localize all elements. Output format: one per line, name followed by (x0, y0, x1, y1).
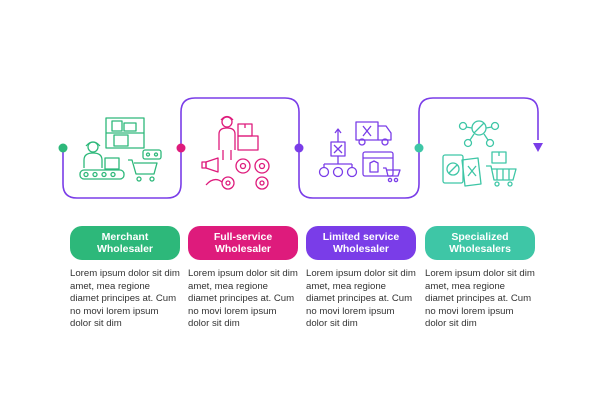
step-1: Merchant Wholesaler Lorem ipsum dolor si… (70, 226, 180, 331)
node-dot-1 (58, 143, 68, 153)
step-description: Lorem ipsum dolor sit dim amet, mea regi… (188, 268, 298, 330)
step-title: Full-service Wholesaler (213, 231, 273, 255)
step-description: Lorem ipsum dolor sit dim amet, mea regi… (306, 268, 416, 330)
step-title: Limited service Wholesaler (322, 231, 400, 255)
specialized-wholesalers-icon (442, 120, 517, 187)
step-title: Merchant Wholesaler (96, 231, 154, 255)
step-4: Specialized Wholesalers Lorem ipsum dolo… (425, 226, 535, 331)
connector-segment-2 (180, 97, 300, 146)
limited-service-wholesaler-icon (318, 121, 401, 183)
connector-segment-1 (62, 150, 182, 199)
full-service-wholesaler-icon (201, 115, 270, 190)
step-title-pill: Merchant Wholesaler (70, 226, 180, 260)
step-title-pill: Full-service Wholesaler (188, 226, 298, 260)
step-2: Full-service Wholesaler Lorem ipsum dolo… (188, 226, 298, 331)
step-title-pill: Specialized Wholesalers (425, 226, 535, 260)
node-dot-2 (176, 143, 186, 153)
arrow-head-icon (533, 143, 543, 152)
step-3: Limited service Wholesaler Lorem ipsum d… (306, 226, 416, 331)
step-title: Specialized Wholesalers (449, 231, 511, 255)
merchant-wholesaler-icon (79, 117, 162, 182)
connector-segment-3 (298, 150, 420, 199)
node-dot-3 (294, 143, 304, 153)
step-description: Lorem ipsum dolor sit dim amet, mea regi… (70, 268, 180, 330)
node-dot-4 (414, 143, 424, 153)
step-title-pill: Limited service Wholesaler (306, 226, 416, 260)
step-description: Lorem ipsum dolor sit dim amet, mea regi… (425, 268, 535, 330)
connector-segment-4 (418, 97, 539, 146)
